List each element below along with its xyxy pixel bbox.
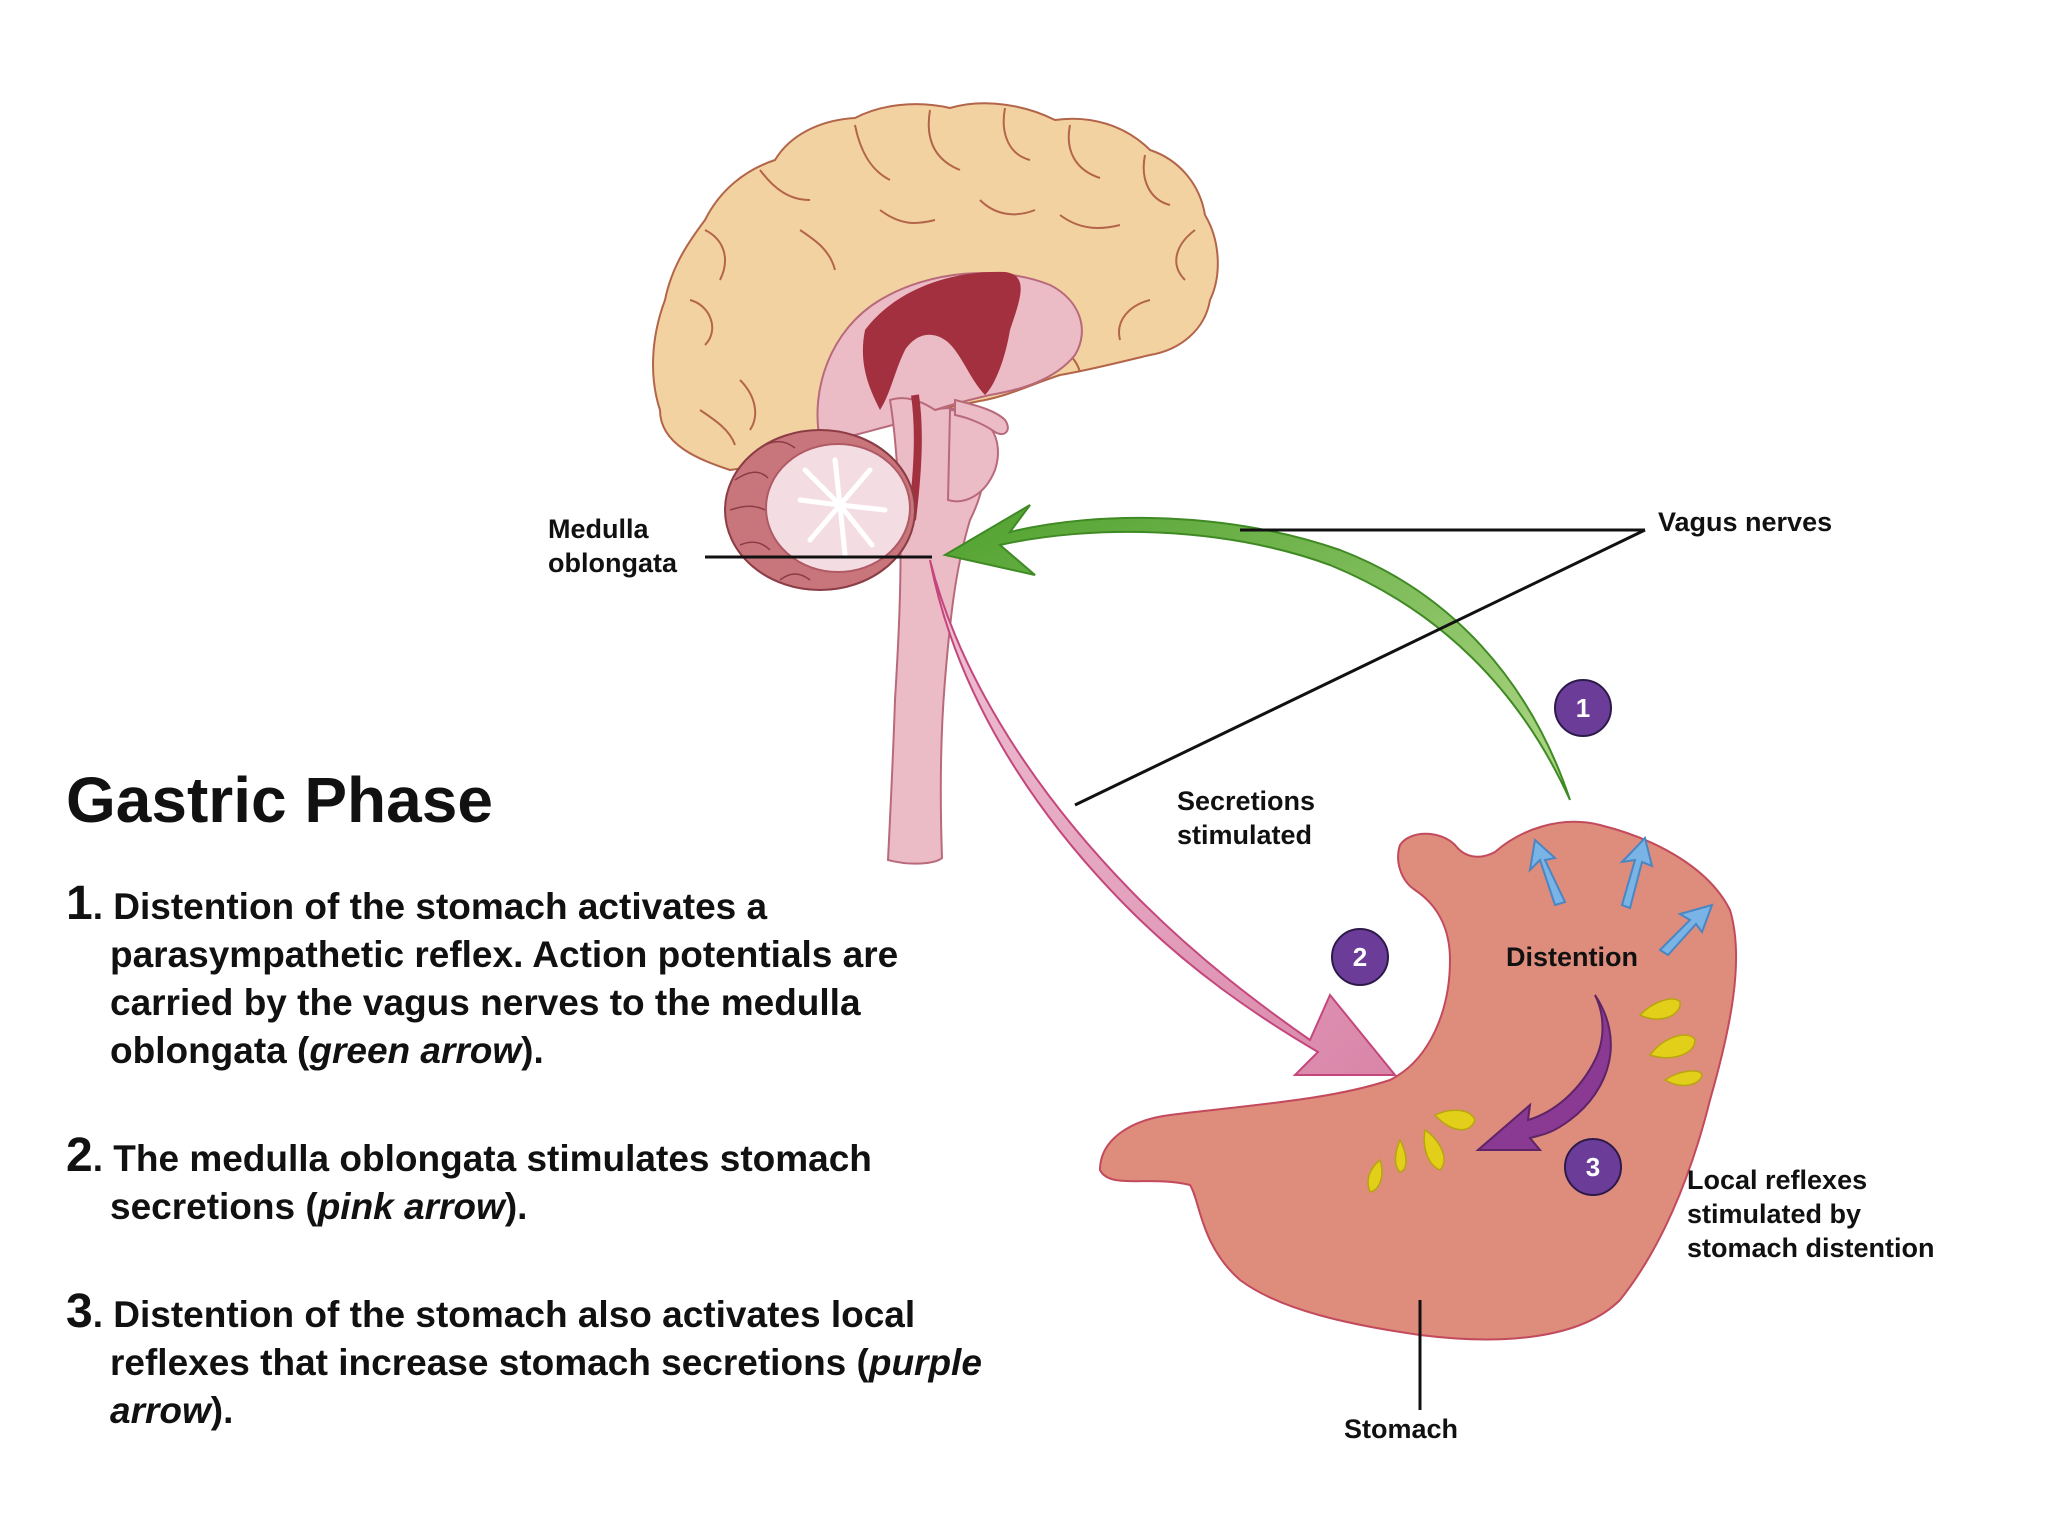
step-text: . Distention of the stomach also activat…	[92, 1294, 916, 1383]
badge-2: 2	[1331, 928, 1389, 986]
label-secretions-stimulated: Secretions stimulated	[1177, 786, 1316, 850]
badge-1: 1	[1554, 679, 1612, 737]
svg-text:3: 3	[1586, 1152, 1600, 1182]
page-title: Gastric Phase	[66, 764, 493, 836]
svg-text:1: 1	[1576, 693, 1590, 723]
step-1: 1. Distention of the stomach activates a…	[66, 880, 990, 1075]
step-end: ).	[504, 1186, 528, 1227]
step-number: 2	[66, 1129, 93, 1182]
step-3: 3. Distention of the stomach also activa…	[66, 1288, 990, 1435]
step-emphasis: green arrow	[309, 1030, 522, 1071]
svg-text:2: 2	[1353, 942, 1367, 972]
pituitary	[954, 398, 1009, 436]
label-stomach: Stomach	[1344, 1414, 1459, 1444]
badge-3: 3	[1564, 1138, 1622, 1196]
gyri-lines	[689, 107, 1196, 446]
step-number: 3	[66, 1285, 93, 1338]
step-text: . Distention of the stomach activates a …	[92, 886, 899, 1071]
step-emphasis: purple arrow	[110, 1342, 982, 1431]
lateral-ventricle	[862, 271, 1021, 410]
pink-arrow	[929, 559, 1398, 1076]
secretion-drops	[1367, 998, 1703, 1193]
step-end: ).	[521, 1030, 544, 1071]
label-local-reflexes: Local reflexes stimulated by stomach dis…	[1687, 1165, 1935, 1263]
cerebellum	[724, 429, 916, 591]
brain-illustration	[652, 102, 1219, 865]
stomach-body	[1098, 820, 1738, 1341]
step-2: 2. The medulla oblongata stimulates stom…	[66, 1132, 990, 1231]
label-vagus-nerves: Vagus nerves	[1658, 507, 1833, 537]
leader-lines	[705, 528, 1646, 1410]
purple-arrow	[1475, 994, 1612, 1151]
green-arrow	[942, 504, 1571, 801]
step-number: 1	[66, 877, 93, 930]
stomach-illustration	[1098, 820, 1738, 1341]
label-medulla-oblongata: Medulla oblongata	[548, 514, 677, 578]
step-emphasis: pink arrow	[317, 1186, 505, 1227]
label-distention: Distention	[1506, 942, 1638, 972]
distention-arrows	[1528, 836, 1714, 957]
step-end: ).	[210, 1390, 234, 1431]
step-text: . The medulla oblongata stimulates stoma…	[92, 1138, 872, 1227]
